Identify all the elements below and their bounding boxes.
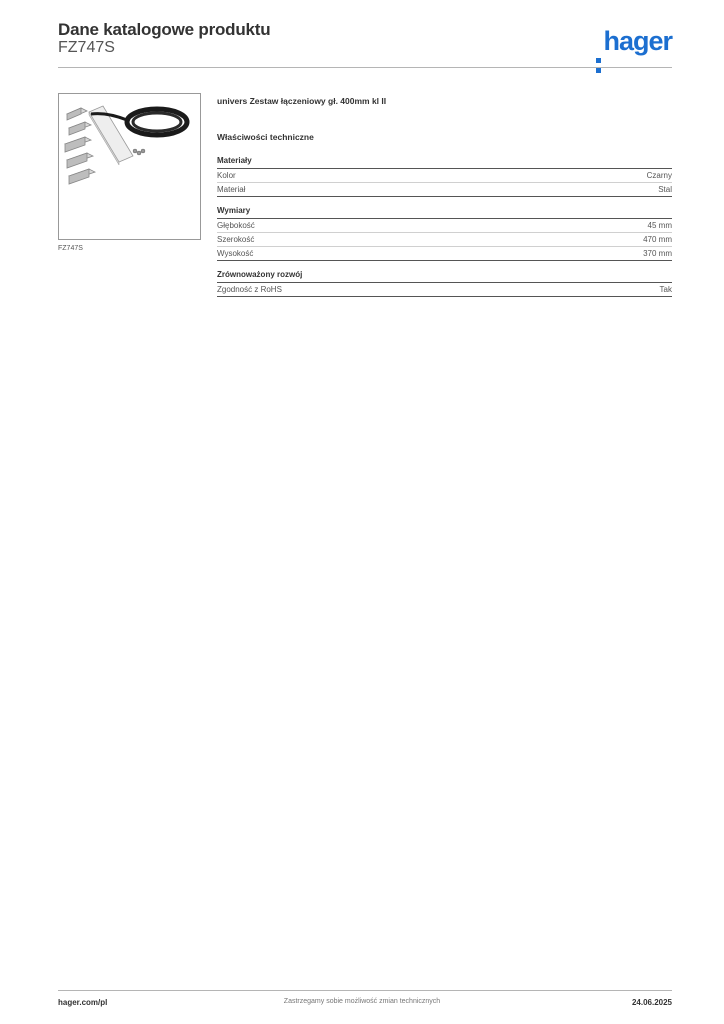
spec-label: Głębokość	[217, 221, 255, 230]
header-divider	[58, 67, 672, 68]
group-title: Wymiary	[217, 206, 672, 219]
product-image	[58, 93, 201, 240]
spec-row: Szerokość 470 mm	[217, 233, 672, 247]
footer-website-link[interactable]: hager.com/pl	[58, 998, 108, 1007]
spec-label: Zgodność z RoHS	[217, 285, 282, 294]
footer-notice: Zastrzegamy sobie możliwość zmian techni…	[283, 998, 441, 1005]
spec-row: Kolor Czarny	[217, 169, 672, 183]
product-name: univers Zestaw łączeniowy gł. 400mm kl I…	[217, 96, 387, 106]
spec-label: Materiał	[217, 185, 246, 194]
spec-row: Zgodność z RoHS Tak	[217, 283, 672, 297]
spec-label: Wysokość	[217, 249, 254, 258]
spec-row: Wysokość 370 mm	[217, 247, 672, 261]
group-dimensions: Wymiary Głębokość 45 mm Szerokość 470 mm…	[217, 206, 672, 261]
group-materials: Materiały Kolor Czarny Materiał Stal	[217, 156, 672, 197]
spec-value: 370 mm	[643, 249, 672, 258]
footer-divider	[58, 990, 672, 991]
spec-value: Tak	[659, 285, 672, 294]
group-sustainability: Zrównoważony rozwój Zgodność z RoHS Tak	[217, 270, 672, 297]
spec-value: Czarny	[646, 171, 672, 180]
spec-row: Głębokość 45 mm	[217, 219, 672, 233]
logo-text: hager	[603, 26, 673, 56]
spec-value: 470 mm	[643, 235, 672, 244]
hager-logo: hager	[596, 26, 673, 73]
spec-value: Stal	[658, 185, 672, 194]
spec-label: Kolor	[217, 171, 236, 180]
spec-label: Szerokość	[217, 235, 255, 244]
spec-value: 45 mm	[647, 221, 672, 230]
product-photo-icon	[63, 105, 190, 185]
page-title: Dane katalogowe produktu	[58, 20, 271, 39]
spec-row: Materiał Stal	[217, 183, 672, 197]
tech-heading: Właściwości techniczne	[217, 132, 314, 142]
group-title: Materiały	[217, 156, 672, 169]
image-caption: FZ747S	[58, 245, 83, 252]
spec-section: univers Zestaw łączeniowy gł. 400mm kl I…	[217, 96, 672, 306]
footer-date: 24.06.2025	[631, 998, 672, 1007]
group-title: Zrównoważony rozwój	[217, 270, 672, 283]
product-code: FZ747S	[58, 39, 115, 56]
